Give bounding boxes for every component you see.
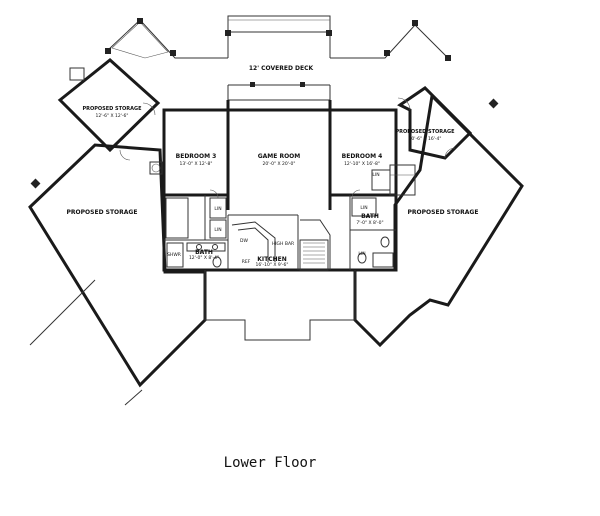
linen-label-2: LIN: [214, 227, 221, 233]
linen-label-4: LIN: [360, 205, 367, 211]
kitchen-dim: 16'-10" X 9'-6": [256, 262, 289, 268]
bedroom3-dim: 13'-0" X 12'-8": [180, 161, 213, 167]
room-labels: GAME ROOM 20'-0" X 20'-0" BEDROOM 3 13'-…: [67, 106, 479, 268]
bedroom3-label: BEDROOM 3: [176, 153, 217, 160]
floor-caption: Lower Floor: [224, 455, 317, 471]
dw-label: DW: [240, 238, 248, 244]
game-room-label: GAME ROOM: [258, 153, 301, 160]
storage-left-top-label: PROPOSED STORAGE: [82, 106, 142, 112]
kitchen-label: KITCHEN: [257, 256, 287, 263]
linen-label-right: LIN: [358, 251, 365, 257]
bedroom4-label: BEDROOM 4: [342, 153, 383, 160]
storage-left-label: PROPOSED STORAGE: [67, 209, 138, 216]
game-room-dim: 20'-0" X 20'-0": [263, 161, 296, 167]
storage-left-top-dim: 12'-6" X 12'-6": [96, 113, 129, 119]
linen-label-3: LIN: [372, 172, 379, 178]
storage-right-top-dim: 10'-6" X 16'-4": [409, 136, 442, 142]
ref-label: REF: [242, 259, 251, 265]
covered-deck-label: 12' COVERED DECK: [249, 65, 314, 72]
linen-label-1: LIN: [214, 206, 221, 212]
covered-deck: 12' COVERED DECK: [105, 15, 451, 72]
bedroom4-dim: 12'-10" X 16'-8": [344, 161, 380, 167]
high-bar-label: HIGH BAR: [272, 241, 294, 247]
bath-right-dim: 7'-0" X 8'-0": [356, 220, 383, 226]
bath-right-label: BATH: [361, 213, 379, 220]
storage-right-top-label: PROPOSED STORAGE: [395, 129, 455, 135]
shower-label: SHWR: [167, 252, 181, 258]
bath-left-dim: 12'-0" X 8'-4": [189, 255, 219, 261]
storage-right-label: PROPOSED STORAGE: [408, 209, 479, 216]
interior-walls: [119, 97, 456, 271]
bath-left-label: BATH: [195, 249, 213, 256]
